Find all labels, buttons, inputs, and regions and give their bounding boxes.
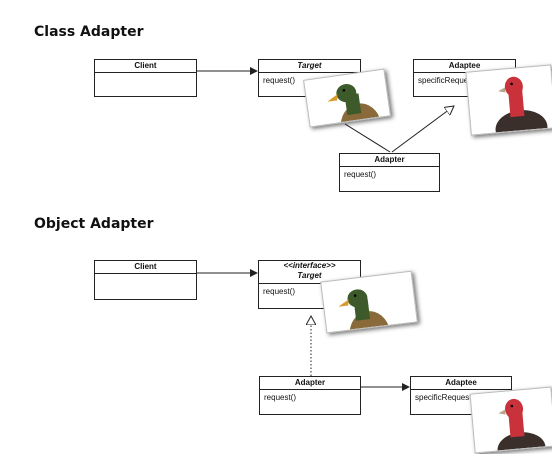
object-client-box: Client bbox=[94, 260, 197, 300]
class-target-method: request() bbox=[263, 76, 296, 85]
class-adapter-method: request() bbox=[344, 170, 377, 179]
class-adapter-box: Adapter request() bbox=[339, 153, 440, 192]
class-client-box: Client bbox=[94, 59, 197, 97]
turkey-photo-icon bbox=[469, 386, 552, 454]
object-target-header: <<interface>> Target bbox=[259, 261, 360, 284]
object-client-name: Client bbox=[95, 261, 196, 274]
class-adapter-adaptee-inheritance bbox=[391, 106, 454, 153]
class-target-name: Target bbox=[259, 60, 360, 73]
object-target-method: request() bbox=[263, 287, 296, 296]
turkey-photo-icon bbox=[465, 64, 552, 136]
object-adapter-title: Object Adapter bbox=[34, 216, 154, 232]
object-adaptee-name: Adaptee bbox=[411, 377, 511, 390]
class-adapter-title: Class Adapter bbox=[34, 24, 144, 40]
object-adapter-name: Adapter bbox=[260, 377, 360, 390]
object-adapter-box: Adapter request() bbox=[259, 376, 361, 415]
class-adaptee-name: Adaptee bbox=[414, 60, 515, 73]
object-target-stereotype: <<interface>> bbox=[283, 261, 336, 270]
class-adapter-name: Adapter bbox=[340, 154, 439, 167]
class-adapter-target-inheritance bbox=[344, 123, 391, 153]
class-client-name: Client bbox=[95, 60, 196, 73]
object-adaptee-method: specificRequest() bbox=[415, 393, 477, 402]
object-target-name: Target bbox=[297, 271, 322, 280]
duck-photo-icon bbox=[320, 270, 418, 334]
object-adapter-method: request() bbox=[264, 393, 297, 402]
class-adaptee-method: specificRequest() bbox=[418, 76, 480, 85]
